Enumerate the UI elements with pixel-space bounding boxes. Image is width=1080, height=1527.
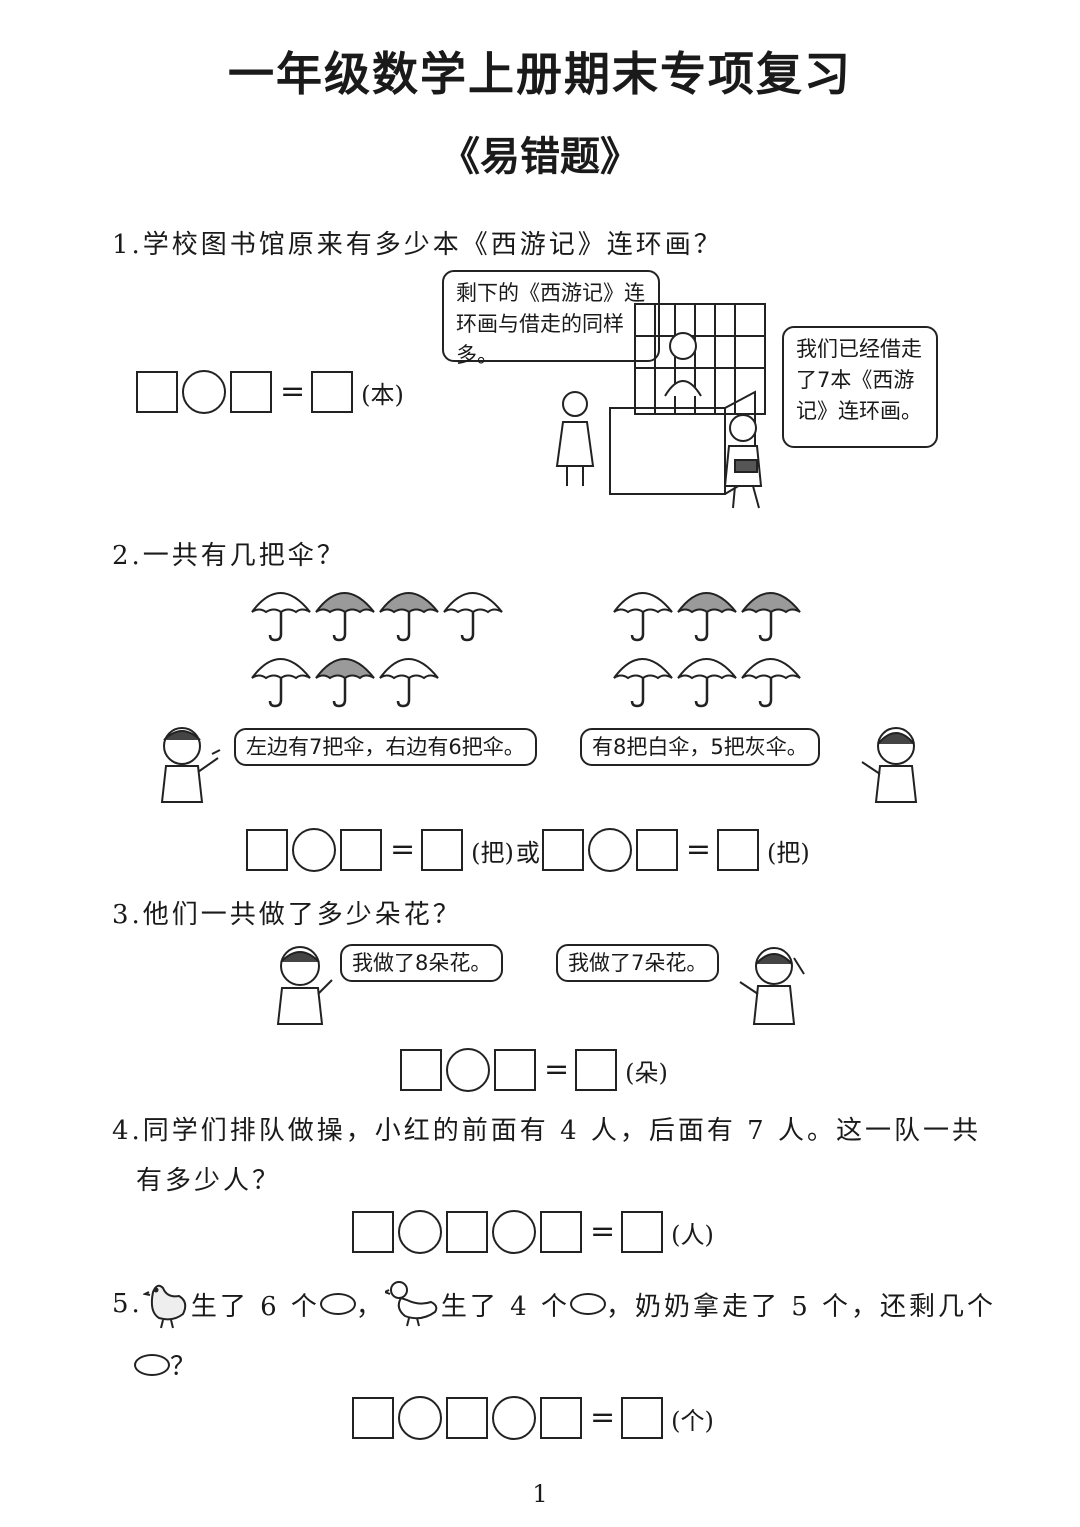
umbrella-icon — [677, 592, 737, 642]
girl-illustration — [861, 727, 918, 803]
question-5-text-line2: ？ — [134, 1346, 199, 1383]
question-4-text-line1: 4.同学们排队做操，小红的前面有 4 人，后面有 7 人。这一队一共 — [112, 1116, 981, 1146]
umbrella-icon — [379, 658, 439, 708]
question-5-part3: ，奶奶拿走了 5 个，还剩几个 — [605, 1291, 997, 1322]
operator-circle[interactable] — [182, 370, 226, 414]
question-4-equation: = (人) — [352, 1210, 714, 1254]
speech-bubble-girl: 我们已经借走了7本《西游记》连环画。 — [782, 326, 938, 448]
speech-bubble-girl: 我做了7朵花。 — [556, 944, 720, 982]
question-2-text: 2.一共有几把伞？ — [112, 541, 346, 571]
speech-bubble-boy: 我做了8朵花。 — [340, 944, 504, 982]
result-box[interactable] — [421, 829, 464, 871]
or-word: 或 — [515, 838, 540, 867]
umbrella-groups — [251, 592, 801, 708]
umbrella-icon — [613, 592, 673, 642]
question-5-part1: 生了 6 个 — [190, 1291, 320, 1322]
result-box[interactable] — [717, 829, 760, 871]
question-2-equations: = (把) 或 = (把) — [246, 828, 810, 872]
question-1-equation: = (本) — [136, 370, 404, 414]
speech-bubble-librarian: 剩下的《西游记》连环画与借走的同样多。 — [442, 270, 660, 367]
answer-box[interactable] — [246, 829, 288, 871]
unit-label: (朵) — [625, 1058, 668, 1087]
result-box[interactable] — [621, 1211, 664, 1253]
equals-sign: = — [685, 832, 712, 867]
operator-circle[interactable] — [398, 1210, 442, 1254]
boy-illustration — [160, 727, 221, 803]
egg-icon — [134, 1353, 170, 1376]
answer-box[interactable] — [446, 1397, 488, 1439]
question-4-text-line2: 有多少人？ — [136, 1166, 282, 1196]
question-5-equation: = (个) — [352, 1396, 714, 1440]
result-box[interactable] — [575, 1049, 618, 1091]
boy-illustration — [276, 946, 333, 1025]
question-5-part2: 生了 4 个 — [440, 1291, 570, 1322]
umbrella-icon — [251, 658, 311, 708]
equals-sign: = — [280, 374, 306, 409]
answer-box[interactable] — [540, 1211, 582, 1253]
page-subtitle: 《易错题》 — [440, 134, 640, 180]
operator-circle[interactable] — [492, 1396, 536, 1440]
answer-box[interactable] — [352, 1397, 394, 1439]
umbrella-icon — [741, 658, 801, 708]
question-3-text: 3.他们一共做了多少朵花？ — [112, 900, 462, 930]
equals-sign: = — [590, 1214, 616, 1249]
egg-icon — [319, 1293, 356, 1315]
answer-box[interactable] — [400, 1049, 442, 1091]
page-title: 一年级数学上册期末专项复习 — [228, 47, 852, 101]
umbrella-icon — [443, 592, 503, 642]
answer-box[interactable] — [352, 1211, 394, 1253]
umbrella-icon — [677, 658, 737, 708]
question-5-text: 5. 生了 6 个 ， 生了 4 个 ，奶奶拿走了 5 个，还剩几个 — [112, 1278, 996, 1330]
answer-box[interactable] — [446, 1211, 488, 1253]
egg-icon — [569, 1293, 606, 1315]
library-desk-illustration — [555, 303, 766, 509]
equals-sign: = — [390, 832, 416, 867]
operator-circle[interactable] — [398, 1396, 442, 1440]
result-box[interactable] — [621, 1397, 664, 1439]
result-box[interactable] — [311, 371, 354, 413]
page-number: 1 — [532, 1480, 548, 1508]
answer-box[interactable] — [340, 829, 382, 871]
question-1-text: 1.学校图书馆原来有多少本《西游记》连环画？ — [112, 230, 723, 260]
girl-illustration — [739, 947, 805, 1025]
unit-label: (把) — [471, 838, 514, 867]
unit-label: (把) — [767, 838, 810, 867]
speech-bubble-boy: 左边有7把伞，右边有6把伞。 — [234, 728, 537, 766]
answer-box[interactable] — [136, 371, 178, 413]
umbrella-icon — [741, 592, 801, 642]
question-3-equation: = (朵) — [400, 1048, 668, 1092]
umbrella-icon — [315, 592, 375, 642]
question-5-number: 5. — [112, 1289, 143, 1319]
answer-box[interactable] — [494, 1049, 536, 1091]
unit-label: (本) — [361, 380, 404, 409]
umbrella-icon — [379, 592, 439, 642]
answer-box[interactable] — [230, 371, 272, 413]
operator-circle[interactable] — [587, 828, 632, 872]
umbrella-icon — [251, 592, 311, 642]
speech-bubble-girl: 有8把白伞，5把灰伞。 — [580, 728, 820, 766]
answer-box[interactable] — [635, 829, 678, 871]
operator-circle[interactable] — [446, 1048, 490, 1092]
operator-circle[interactable] — [492, 1210, 536, 1254]
equals-sign: = — [544, 1052, 570, 1087]
unit-label: (个) — [671, 1406, 714, 1435]
hen-icon — [142, 1284, 187, 1329]
answer-box[interactable] — [541, 829, 584, 871]
unit-label: (人) — [671, 1220, 714, 1249]
equals-sign: = — [590, 1400, 616, 1435]
operator-circle[interactable] — [292, 828, 336, 872]
umbrella-icon — [613, 658, 673, 708]
umbrella-icon — [315, 658, 375, 708]
duck-icon — [384, 1281, 438, 1327]
answer-box[interactable] — [540, 1397, 582, 1439]
question-5-end: ？ — [170, 1352, 200, 1382]
